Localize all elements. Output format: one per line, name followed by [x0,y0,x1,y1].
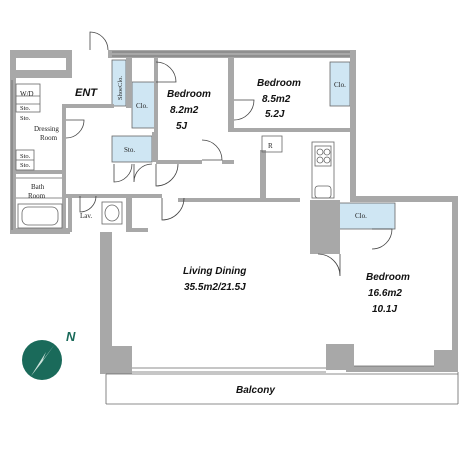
closet-3-label: Clo. [355,212,367,220]
lavatory-label: Lav. [80,212,92,220]
bath-room-label-1: Bath [31,183,45,191]
entrance-label: ENT [75,87,98,99]
door-swings [65,31,393,277]
storage-label-4: Sto. [20,162,31,169]
storage-label-1: Sto. [20,105,31,112]
living-dining-name: Living Dining [183,266,246,277]
dressing-room-label-2: Room [40,134,58,142]
bath-room-label-2: Room [28,192,46,200]
labels: ENT ShoeClo. Clo. Sto. Clo. Clo. R W/D S… [20,76,410,396]
refrigerator-label: R [268,142,273,150]
closet-1-label: Clo. [136,102,148,110]
bedroom3-jo: 10.1J [372,304,397,315]
wd-label: W/D [20,90,34,98]
compass: N [22,329,76,380]
walls [10,50,458,374]
dressing-room-label-1: Dressing [34,125,59,133]
storage-label: Sto. [124,146,135,154]
compass-label: N [66,329,76,344]
bedroom3-name: Bedroom [366,272,410,283]
bedroom2-area: 8.5m2 [262,94,291,105]
thin-lines [11,51,459,405]
bedroom2-name: Bedroom [257,78,301,89]
storage-fill [111,135,153,163]
bedroom1-area: 8.2m2 [170,105,199,116]
living-dining-area: 35.5m2/21.5J [184,282,246,293]
closet-2-label: Clo. [334,81,346,89]
bedroom3-area: 16.6m2 [368,288,402,299]
bedroom1-jo: 5J [176,121,188,132]
bedroom2-jo: 5.2J [265,109,285,120]
storage-label-2: Sto. [20,115,31,122]
shoe-closet-label: ShoeClo. [117,76,124,100]
storage-label-3: Sto. [20,153,31,160]
bedroom1-name: Bedroom [167,89,211,100]
balcony-label: Balcony [236,385,275,396]
closet-fills [111,59,396,230]
closet-1-fill [131,81,157,129]
closet-3-fill [336,202,396,230]
